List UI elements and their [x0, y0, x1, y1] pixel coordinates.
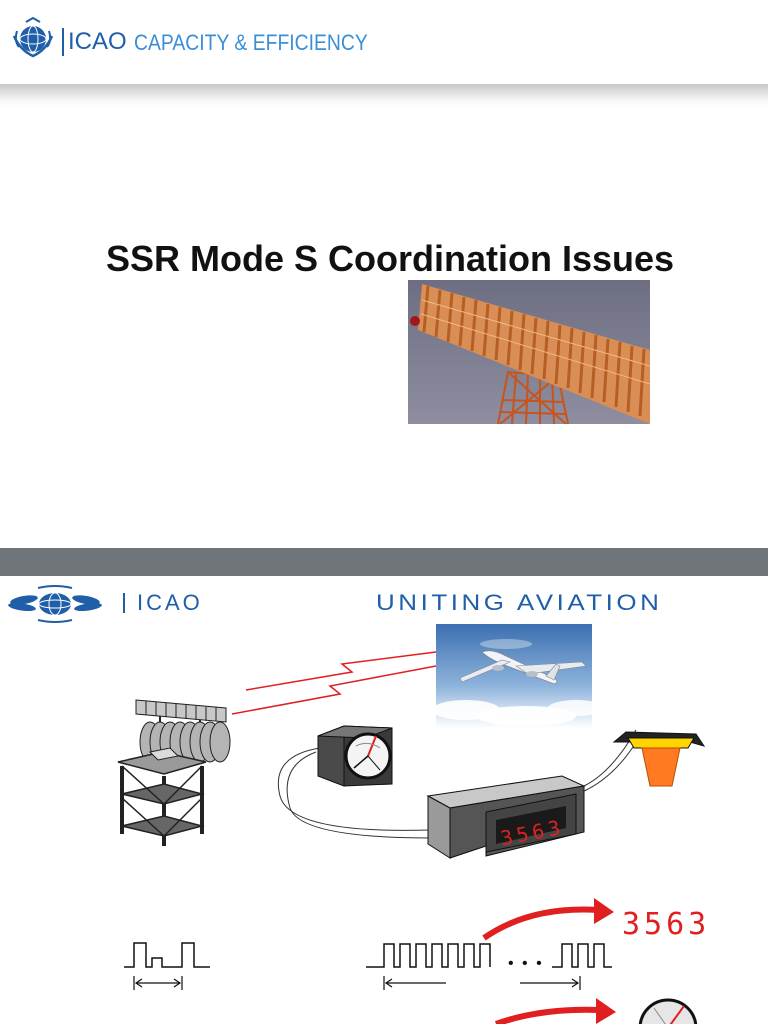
slide-capacity-efficiency: ICAO CAPACITY & EFFICIENCY SSR Mode S Co…: [0, 0, 768, 424]
gauge-output-icon: [638, 998, 698, 1024]
icao-logo-text: ICAO: [68, 28, 127, 55]
icao-emblem-icon: [12, 16, 54, 58]
signal-lines: [231, 651, 437, 715]
gauge-device-icon: [317, 725, 393, 787]
decode-arrow-icon: [482, 898, 614, 941]
reply-pulses: [366, 943, 612, 968]
cockpit-indicator-icon: [612, 731, 706, 787]
slide1-header: ICAO CAPACITY & EFFICIENCY: [0, 0, 768, 84]
icao-emblem-icon: [8, 585, 102, 623]
header-slogan: UNITING AVIATION: [376, 590, 663, 615]
logo-divider: [62, 28, 64, 56]
decode-arrow-lower-icon: [494, 998, 616, 1024]
header-shadow: [0, 84, 768, 106]
interrogation-pulses: [124, 942, 210, 968]
transponder-display-icon: [426, 775, 586, 859]
ssr-diagram: [117, 651, 706, 1024]
slide-divider: [0, 548, 768, 576]
airplane-photo: [436, 624, 592, 728]
slide-title: SSR Mode S Coordination Issues: [105, 238, 675, 279]
slide-uniting-aviation: ICAO UNITING AVIATION: [0, 576, 768, 1024]
radar-antenna-photo: [408, 280, 650, 424]
logo-divider: [123, 593, 125, 613]
header-subtitle: CAPACITY & EFFICIENCY: [134, 30, 368, 55]
icao-logo-text: ICAO: [137, 590, 203, 615]
ssr-radar-station-icon: [117, 699, 231, 846]
